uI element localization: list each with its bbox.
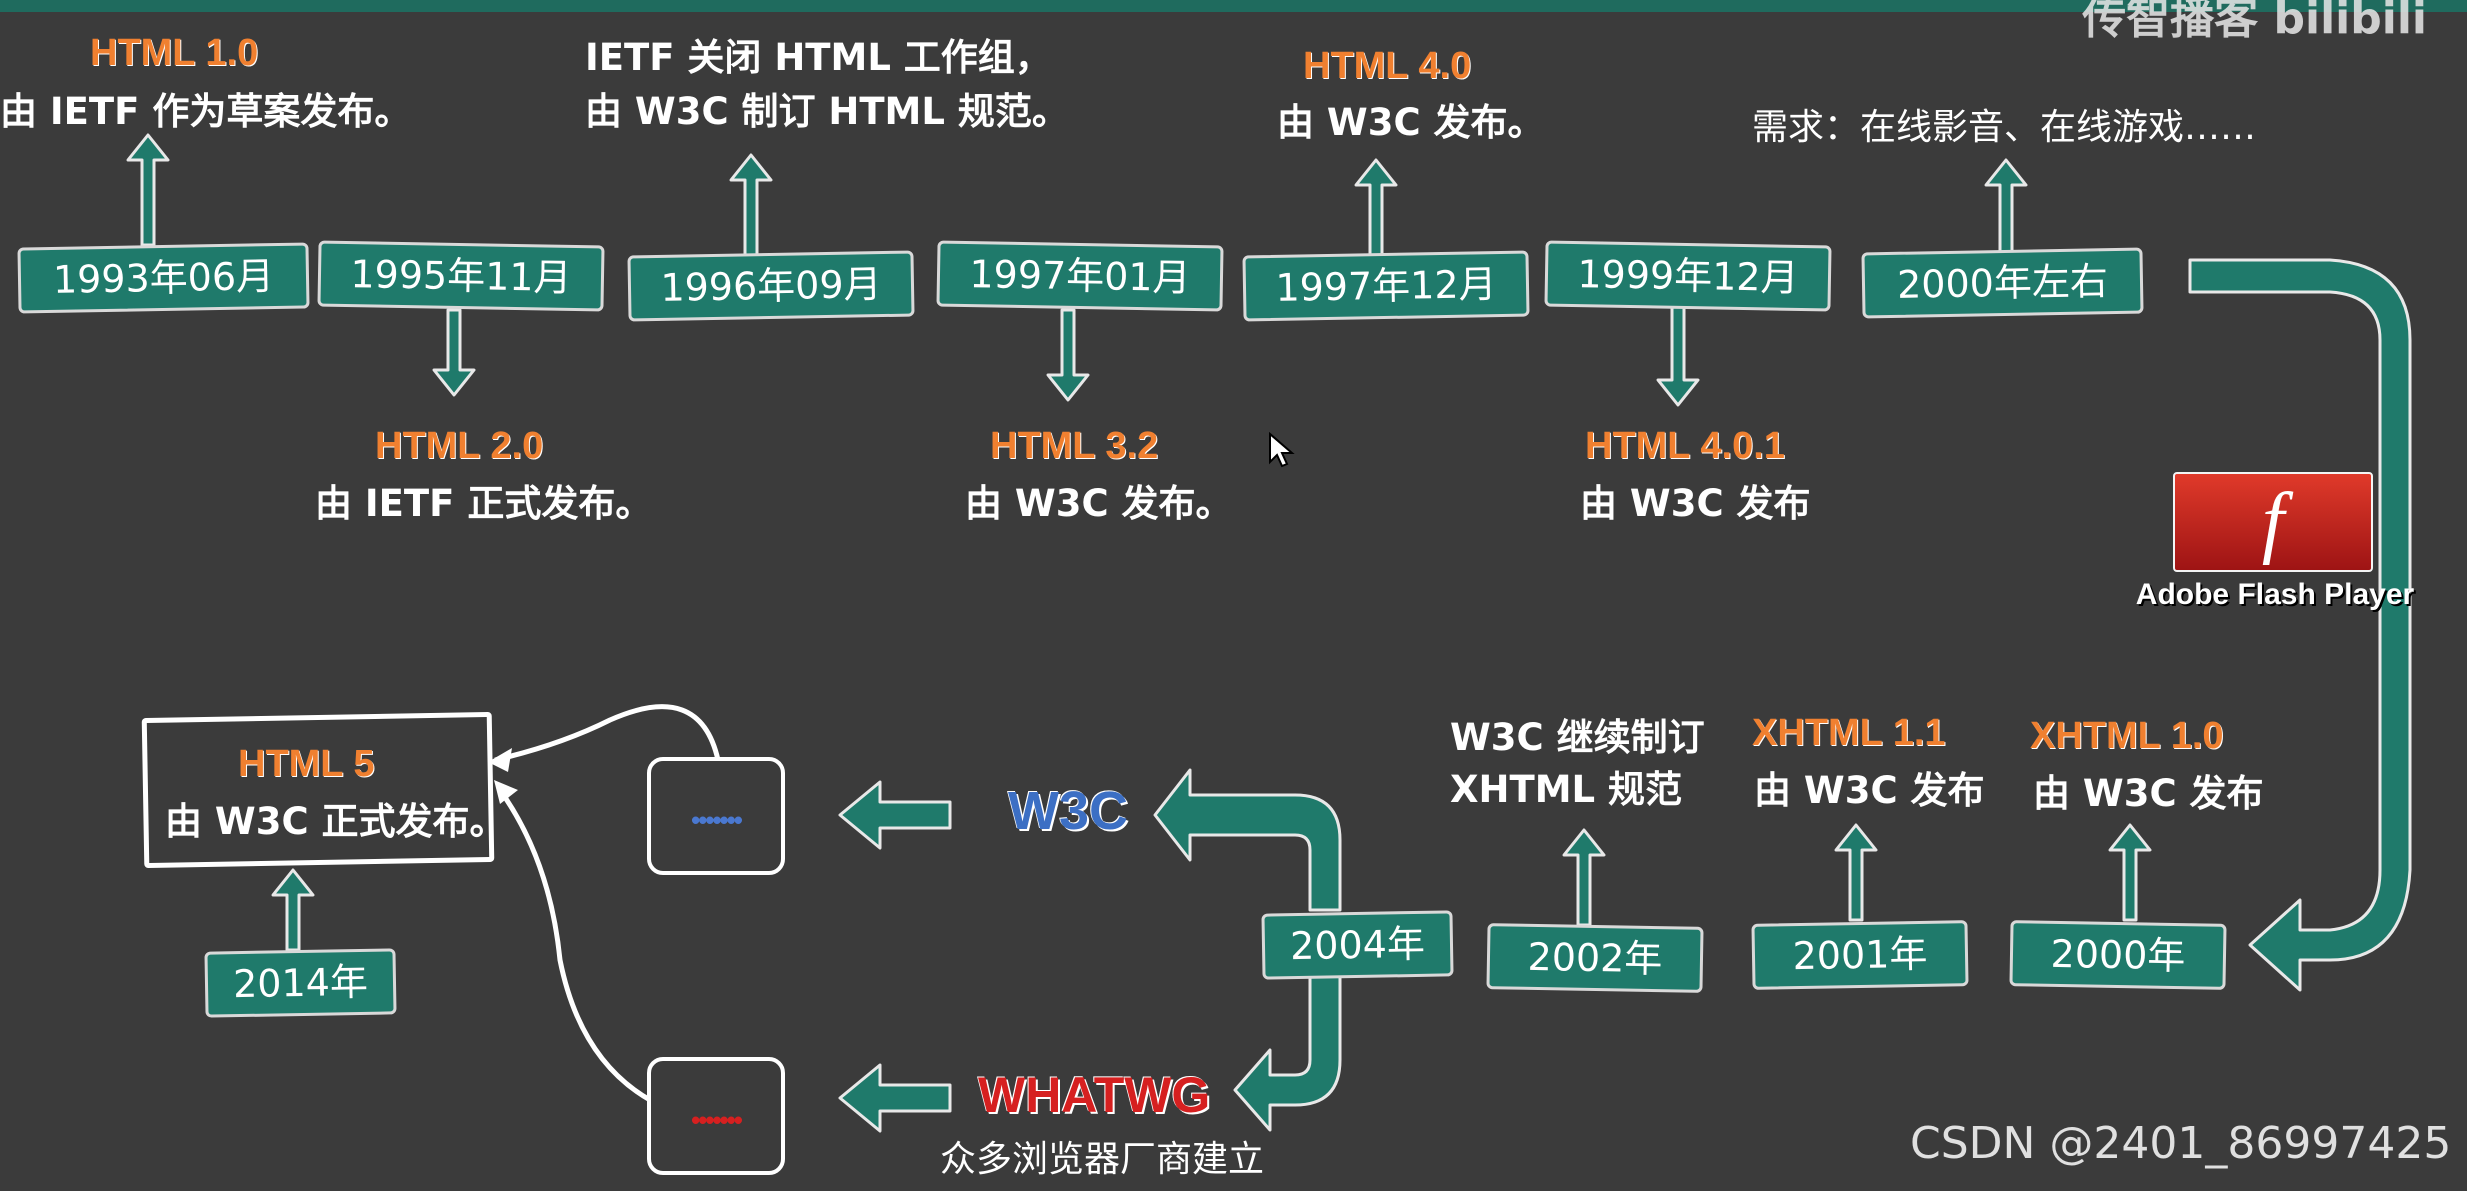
w3c-browser-window-icon: ••••••• [647,757,785,875]
whatwg-desc: 众多浏览器厂商建立 [940,1139,1265,1180]
version-label-1995: HTML 2.0 [375,425,544,467]
arrow-up-1997-12 [1354,158,1398,257]
arrow-up-2000 [2108,823,2152,922]
version-label-1999: HTML 4.0.1 [1585,425,1785,467]
version-label-1997-12: HTML 4.0 [1303,45,1472,87]
arrow-down-1995 [432,308,476,397]
version-label-2000: XHTML 1.0 [2030,715,2224,757]
arrow-w3c-to-browser [838,780,952,850]
version-label-2001: XHTML 1.1 [1752,712,1946,754]
desc-1999: 由 W3C 发布 [1580,482,1811,525]
arrow-up-1993 [126,133,170,247]
w3c-dots: ••••••• [691,805,743,835]
curve-whatwg-to-html5-line [497,788,652,1103]
whatwg-dots: ••••••• [691,1105,743,1135]
arrow-2004-to-whatwg [1233,973,1342,1132]
date-box-2000s: 2000年左右 [1861,247,2144,319]
date-box-2001: 2001年 [1751,920,1969,990]
arrow-whatwg-to-browser [838,1063,952,1133]
date-box-1999: 1999年12月 [1544,240,1832,312]
arrowhead-w3c-html5 [488,748,512,772]
top-accent-bar [0,0,2467,12]
date-box-2004: 2004年 [1261,910,1454,980]
arrow-up-2014 [271,868,315,952]
w3c-label: W3C [1008,781,1128,841]
desc-2002-line1: W3C 继续制订 [1450,716,1705,759]
date-box-2014: 2014年 [204,948,397,1018]
html5-desc: 由 W3C 正式发布。 [165,800,507,843]
arrow-up-2001 [1834,823,1878,922]
arrow-up-2000s [1984,158,2028,257]
version-label-1997-01: HTML 3.2 [990,425,1159,467]
date-box-1997-12: 1997年12月 [1242,250,1530,322]
desc-1995: 由 IETF 正式发布。 [315,482,653,525]
desc-2002-line2: XHTML 规范 [1450,768,1683,811]
date-box-2002: 2002年 [1486,923,1704,993]
date-box-1995: 1995年11月 [317,240,605,312]
desc-1997-12: 由 W3C 发布。 [1277,101,1545,144]
curve-w3c-to-html5 [494,704,721,763]
desc-2000s-demand: 需求：在线影音、在线游戏…… [1752,107,2257,148]
date-box-1997-01: 1997年01月 [936,240,1224,312]
csdn-watermark: CSDN @2401_86997425 [1910,1118,2452,1169]
flash-player-label: Adobe Flash Player [2135,578,2415,611]
arrow-up-2002 [1562,828,1606,927]
desc-2000: 由 W3C 发布 [2033,772,2264,815]
date-box-2000: 2000年 [2009,920,2227,990]
desc-1996-line2: 由 W3C 制订 HTML 规范。 [585,90,1069,133]
whatwg-browser-window-icon: ••••••• [647,1057,785,1175]
date-box-1993: 1993年06月 [17,242,310,314]
arrow-2004-to-w3c [1153,768,1342,912]
arrowhead-whatwg-html5 [494,780,518,804]
flash-player-logo: f [2173,472,2373,572]
whatwg-label: WHATWG [978,1067,1211,1123]
html5-version-label: HTML 5 [238,743,375,785]
arrow-curve-right [2188,258,2412,992]
desc-1996-line1: IETF 关闭 HTML 工作组， [585,36,1052,79]
arrow-down-1999 [1656,303,1700,407]
desc-1993: 由 IETF 作为草案发布。 [0,90,412,133]
desc-1997-01: 由 W3C 发布。 [965,482,1233,525]
desc-2001: 由 W3C 发布 [1754,769,1985,812]
version-label-1993: HTML 1.0 [90,32,259,74]
flash-f-icon: f [2261,478,2285,566]
date-box-1996: 1996年09月 [627,250,915,322]
brand-watermark: 传智播客 bilibili [2082,0,2427,44]
mouse-cursor-icon [1269,432,1295,468]
arrow-down-1997-01 [1046,308,1090,402]
arrow-up-1996 [729,153,773,257]
